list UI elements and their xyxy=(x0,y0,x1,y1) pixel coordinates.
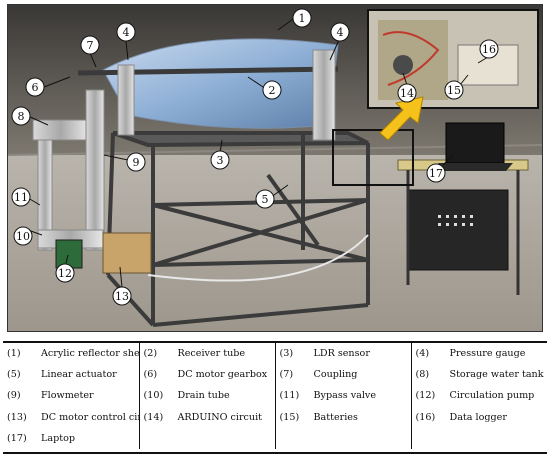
legend-cell: (10)Drain tube xyxy=(139,385,276,407)
legend-cell: (4)Pressure gauge xyxy=(415,348,526,360)
legend-row: (9)Flowmeter (10)Drain tube (11)Bypass v… xyxy=(3,385,547,407)
svg-text:5: 5 xyxy=(262,193,269,206)
callout-3: 3 xyxy=(210,139,230,170)
zoom-arrow xyxy=(379,96,424,141)
callout-7: 7 xyxy=(80,35,100,68)
laptop xyxy=(438,122,513,171)
legend-cell xyxy=(411,428,547,449)
legend-cell: (12)Circulation pump xyxy=(415,390,535,402)
callout-9: 9 xyxy=(103,152,146,172)
component-legend: (1)Acrylic reflector sheet (2)Receiver t… xyxy=(3,341,547,454)
svg-text:6: 6 xyxy=(32,81,39,94)
svg-text:8: 8 xyxy=(18,110,25,123)
photo-illustration: 1 2 3 4 4 5 6 7 8 9 10 11 12 13 14 15 16… xyxy=(8,5,542,331)
svg-text:3: 3 xyxy=(217,154,224,167)
legend-cell xyxy=(139,427,276,449)
legend-cell: (5)Linear actuator xyxy=(3,364,140,386)
legend-cell: (1)Acrylic reflector sheet xyxy=(3,343,140,365)
legend-row: (13)DC motor control circuit (14)ARDUINO… xyxy=(3,406,547,428)
callout-17: 17 xyxy=(426,154,454,183)
legend-cell: (16)Data logger xyxy=(415,411,507,423)
zoom-box xyxy=(332,129,414,186)
control-box xyxy=(102,232,152,274)
legend-row: (5)Linear actuator (6)DC motor gearbox (… xyxy=(3,364,547,386)
callout-15: 15 xyxy=(444,74,469,100)
svg-text:11: 11 xyxy=(14,191,28,204)
svg-text:4: 4 xyxy=(123,26,130,39)
svg-text:2: 2 xyxy=(269,84,276,97)
callout-4a: 4 xyxy=(116,22,136,61)
svg-text:15: 15 xyxy=(447,84,461,97)
svg-text:4: 4 xyxy=(337,26,344,39)
callout-10: 10 xyxy=(13,226,43,246)
callout-11: 11 xyxy=(11,187,41,207)
callout-12: 12 xyxy=(55,254,75,283)
svg-text:10: 10 xyxy=(16,230,30,243)
legend-cell: (7)Coupling xyxy=(275,364,412,386)
legend-cell: (6)DC motor gearbox xyxy=(139,364,276,386)
svg-text:16: 16 xyxy=(482,43,496,56)
svg-text:17: 17 xyxy=(429,167,443,180)
legend-cell xyxy=(275,427,412,449)
legend-cell: (14)ARDUINO circuit xyxy=(139,406,276,428)
circulation-pump xyxy=(55,239,83,269)
callout-14: 14 xyxy=(397,72,417,103)
legend-table: (1)Acrylic reflector sheet (2)Receiver t… xyxy=(3,343,547,449)
steel-frame xyxy=(106,131,370,327)
callout-2: 2 xyxy=(247,76,282,100)
legend-cell: (3)LDR sensor xyxy=(275,343,412,365)
insulated-pipes xyxy=(32,49,336,251)
svg-text:1: 1 xyxy=(299,12,306,25)
logger-desk xyxy=(397,159,529,295)
legend-cell: (8)Storage water tank xyxy=(415,369,544,381)
legend-cell: (11)Bypass valve xyxy=(275,385,412,407)
callout-labels: 1 2 3 4 4 5 6 7 8 9 10 11 12 13 14 15 16… xyxy=(11,8,499,306)
legend-cell: (15)Batteries xyxy=(275,406,412,428)
legend-cell: (13)DC motor control circuit xyxy=(3,406,140,428)
svg-text:12: 12 xyxy=(58,267,72,280)
svg-text:7: 7 xyxy=(87,39,94,52)
svg-text:9: 9 xyxy=(133,156,140,169)
callout-8: 8 xyxy=(11,106,49,126)
callout-5: 5 xyxy=(255,184,289,209)
callout-13: 13 xyxy=(112,266,132,306)
callout-6: 6 xyxy=(25,76,71,97)
callout-4b: 4 xyxy=(329,22,350,61)
legend-row: (17)Laptop xyxy=(3,427,547,449)
svg-text:14: 14 xyxy=(400,87,414,100)
legend-cell: (2)Receiver tube xyxy=(139,343,276,365)
legend-row: (1)Acrylic reflector sheet (2)Receiver t… xyxy=(3,343,547,365)
callout-16: 16 xyxy=(477,39,499,64)
callout-1: 1 xyxy=(277,8,312,31)
legend-cell: (17)Laptop xyxy=(3,427,140,449)
svg-text:13: 13 xyxy=(115,290,129,303)
experimental-setup-photo: 1 2 3 4 4 5 6 7 8 9 10 11 12 13 14 15 16… xyxy=(7,4,543,332)
legend-cell: (9)Flowmeter xyxy=(3,385,140,407)
